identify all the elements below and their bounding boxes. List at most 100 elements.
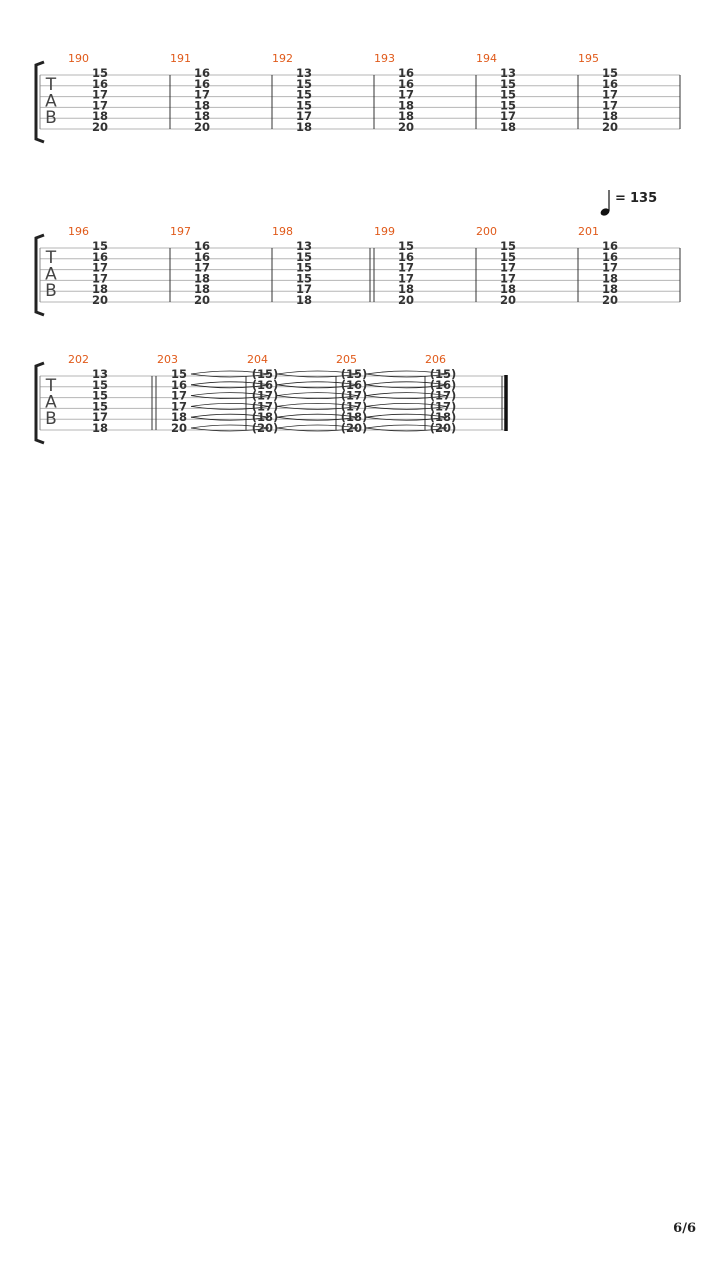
fret-number: 20 — [194, 293, 210, 307]
hairpin-curve — [190, 413, 270, 418]
hairpin-curve — [190, 427, 270, 432]
fret-number: 15 — [296, 271, 312, 285]
tab-system: TAB1901516171718201911616171818201921315… — [34, 52, 681, 144]
hairpin-curve — [365, 413, 448, 418]
measure-number: 196 — [68, 225, 89, 238]
tab-clef-letter: A — [45, 265, 57, 285]
measure-number: 203 — [157, 353, 178, 366]
measure-number: 202 — [68, 353, 89, 366]
tab-system: TAB1961516171718201971616171818201981315… — [34, 190, 681, 317]
fret-number: 15 — [92, 378, 108, 392]
fret-number: 17 — [500, 271, 516, 285]
fret-number: 17 — [602, 88, 618, 102]
fret-number: 17 — [296, 109, 312, 123]
fret-number: 17 — [398, 271, 414, 285]
fret-number: 16 — [194, 239, 210, 253]
fret-number: (18) — [341, 410, 368, 424]
hairpin-curve — [365, 392, 448, 396]
tab-clef-letter: T — [45, 75, 57, 95]
fret-number: (17) — [341, 399, 368, 413]
hairpin-curve — [276, 413, 359, 418]
hairpin-curve — [365, 384, 448, 389]
fret-number: 15 — [500, 250, 516, 264]
fret-number: 17 — [398, 261, 414, 275]
fret-number: 15 — [296, 250, 312, 264]
hairpin-curve — [365, 395, 448, 399]
hairpin-curve — [276, 424, 359, 429]
hairpin-curve — [365, 427, 448, 432]
fret-number: 16 — [398, 66, 414, 80]
hairpin-curve — [190, 424, 270, 429]
fret-number: 18 — [92, 109, 108, 123]
fret-number: 15 — [92, 239, 108, 253]
fret-number: (20) — [430, 421, 457, 435]
fret-number: 15 — [602, 66, 618, 80]
fret-number: (17) — [430, 399, 457, 413]
hairpin-curve — [190, 370, 270, 375]
fret-number: 15 — [398, 239, 414, 253]
measure-number: 197 — [170, 225, 191, 238]
fret-number: 18 — [92, 421, 108, 435]
fret-number: 15 — [296, 98, 312, 112]
hairpin-curve — [276, 381, 359, 386]
measure-number: 206 — [425, 353, 446, 366]
fret-number: 20 — [602, 293, 618, 307]
fret-number: 15 — [500, 77, 516, 91]
hairpin-curve — [276, 384, 359, 389]
tab-clef-letter: T — [45, 376, 57, 396]
hairpin-curve — [276, 395, 359, 399]
fret-number: 13 — [92, 367, 108, 381]
fret-number: 20 — [398, 293, 414, 307]
fret-number: 18 — [398, 98, 414, 112]
measure-number: 204 — [247, 353, 268, 366]
hairpin-curve — [276, 392, 359, 396]
hairpin-curve — [190, 406, 270, 410]
fret-number: (17) — [430, 389, 457, 403]
quarter-note-icon — [600, 208, 610, 216]
hairpin-curve — [365, 406, 448, 410]
fret-number: 17 — [602, 261, 618, 275]
fret-number: (15) — [430, 367, 457, 381]
tab-clef-letter: B — [45, 281, 57, 301]
hairpin-curve — [190, 395, 270, 399]
fret-number: 16 — [602, 239, 618, 253]
measure-number: 193 — [374, 52, 395, 65]
hairpin-curve — [276, 403, 359, 407]
fret-number: (17) — [252, 389, 279, 403]
fret-number: 15 — [296, 261, 312, 275]
fret-number: 16 — [398, 77, 414, 91]
tab-clef-letter: B — [45, 409, 57, 429]
fret-number: 18 — [602, 271, 618, 285]
fret-number: 18 — [398, 282, 414, 296]
fret-number: 20 — [171, 421, 187, 435]
fret-number: 18 — [296, 293, 312, 307]
system-bracket — [34, 361, 45, 445]
tab-clef-letter: A — [45, 393, 57, 413]
fret-number: (15) — [252, 367, 279, 381]
fret-number: 18 — [194, 271, 210, 285]
fret-number: 15 — [171, 367, 187, 381]
fret-number: 17 — [500, 261, 516, 275]
fret-number: 17 — [602, 98, 618, 112]
fret-number: 17 — [194, 88, 210, 102]
hairpin-curve — [276, 373, 359, 378]
hairpin-curve — [276, 406, 359, 410]
tab-clef-letter: A — [45, 92, 57, 112]
fret-number: 13 — [500, 66, 516, 80]
hairpin-curve — [365, 381, 448, 386]
fret-number: 16 — [194, 66, 210, 80]
fret-number: (16) — [430, 378, 457, 392]
fret-number: 15 — [92, 389, 108, 403]
measure-number: 190 — [68, 52, 89, 65]
fret-number: 17 — [296, 282, 312, 296]
measure-number: 192 — [272, 52, 293, 65]
fret-number: (18) — [252, 410, 279, 424]
fret-number: 18 — [92, 282, 108, 296]
hairpin-curve — [190, 381, 270, 386]
measure-number: 198 — [272, 225, 293, 238]
fret-number: 18 — [602, 109, 618, 123]
fret-number: 20 — [500, 293, 516, 307]
fret-number: 15 — [500, 88, 516, 102]
fret-number: 13 — [296, 66, 312, 80]
